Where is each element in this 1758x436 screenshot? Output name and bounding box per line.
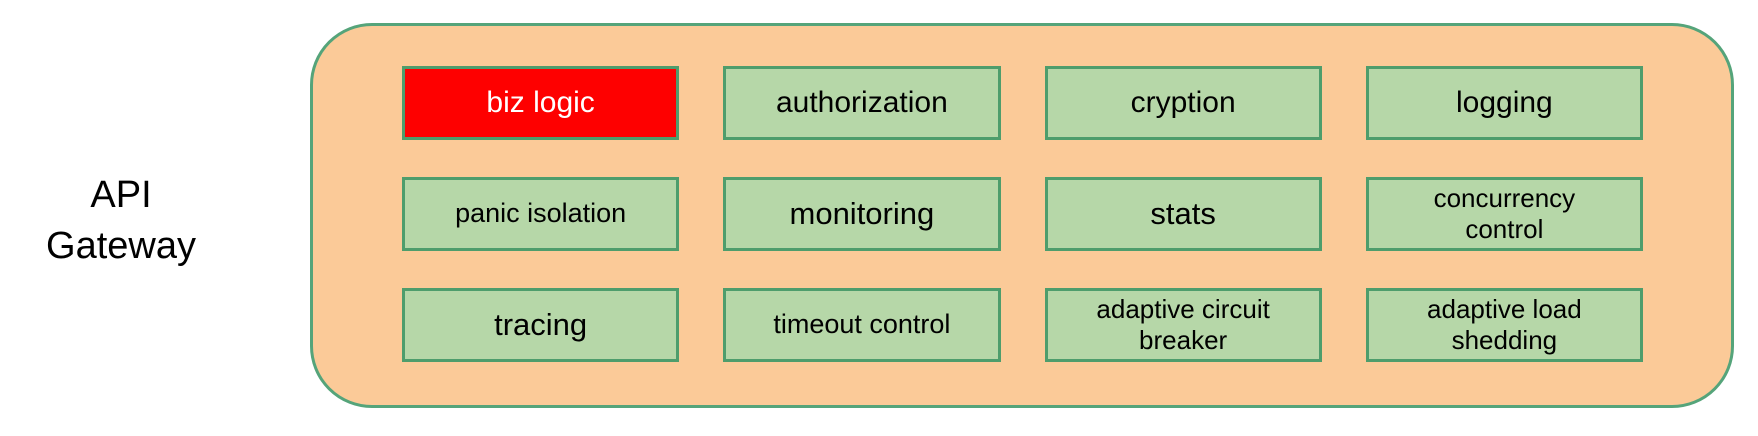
module-biz-logic: biz logic <box>402 66 680 140</box>
module-tracing: tracing <box>402 288 680 362</box>
module-timeout-control: timeout control <box>723 288 1001 362</box>
module-adaptive-load-shedding: adaptive load shedding <box>1365 288 1643 362</box>
api-gateway-container: biz logic authorization cryption logging… <box>310 23 1734 408</box>
module-authorization: authorization <box>723 66 1001 140</box>
module-stats: stats <box>1044 177 1322 251</box>
module-logging: logging <box>1365 66 1643 140</box>
module-panic-isolation: panic isolation <box>402 177 680 251</box>
module-adaptive-circuit-breaker: adaptive circuit breaker <box>1044 288 1322 362</box>
module-monitoring: monitoring <box>723 177 1001 251</box>
module-concurrency-control: concurrency control <box>1365 177 1643 251</box>
api-gateway-label: API Gateway <box>46 174 196 267</box>
module-cryption: cryption <box>1044 66 1322 140</box>
